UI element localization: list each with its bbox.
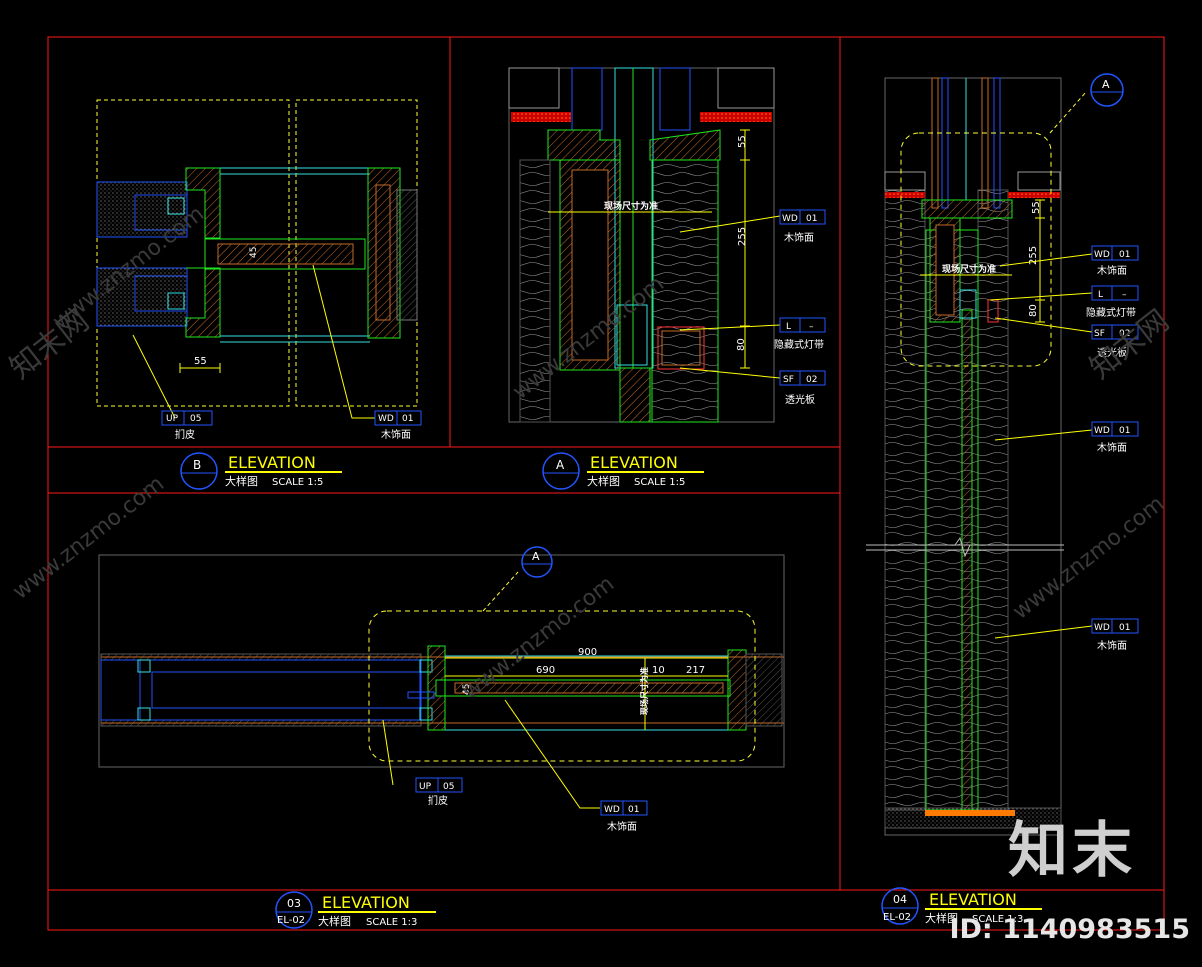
drawing-frame: [47, 36, 1165, 931]
svg-text:SCALE 1:3: SCALE 1:3: [972, 914, 1023, 925]
svg-text:01: 01: [1119, 623, 1130, 633]
svg-text:02: 02: [806, 375, 817, 385]
svg-text:05: 05: [443, 782, 454, 792]
panel-b-detail: 55 45: [96, 99, 418, 419]
panel-b-dim-55: 55: [194, 356, 207, 367]
svg-text:WD: WD: [1094, 623, 1110, 633]
svg-text:L: L: [1098, 290, 1103, 300]
svg-text:木饰面: 木饰面: [1097, 639, 1127, 652]
panel-04-tag-l: L – 隐藏式灯带: [1086, 285, 1139, 319]
svg-text:WD: WD: [1094, 250, 1110, 260]
panel-a-note: 现场尺寸为准: [604, 200, 658, 212]
svg-text:EL-02: EL-02: [277, 915, 305, 926]
svg-text:05: 05: [190, 414, 201, 424]
svg-text:WD: WD: [378, 414, 394, 424]
svg-text:45: 45: [462, 684, 472, 695]
svg-text:大样图: 大样图: [587, 474, 620, 488]
panel-04-tag-sf02: SF 02 透光板: [1091, 324, 1139, 359]
panel-04-title: 04 EL-02 ELEVATION 大样图 SCALE 1:3: [881, 887, 1042, 925]
svg-text:大样图: 大样图: [318, 914, 351, 928]
svg-text:255: 255: [1028, 246, 1039, 265]
svg-text:SCALE 1:5: SCALE 1:5: [634, 477, 685, 488]
svg-text:80: 80: [1028, 304, 1039, 317]
svg-text:隐藏式灯带: 隐藏式灯带: [774, 338, 824, 351]
svg-text:900: 900: [578, 647, 597, 658]
svg-text:UP: UP: [419, 782, 432, 792]
svg-text:木饰面: 木饰面: [381, 428, 411, 441]
svg-text:255: 255: [737, 227, 748, 246]
panel-03-title: 03 EL-02 ELEVATION 大样图 SCALE 1:3: [275, 891, 436, 929]
watermark-logo: 知末: [1008, 816, 1136, 886]
svg-text:UP: UP: [166, 414, 179, 424]
panel-03-detail: A 900 690 10 217 45 现场尺寸为准: [98, 546, 785, 809]
svg-text:L: L: [786, 322, 791, 332]
svg-text:A: A: [556, 458, 565, 472]
panel-a-tag-wd01: WD 01 木饰面: [779, 209, 826, 244]
svg-text:大样图: 大样图: [225, 474, 258, 488]
panel-b-title-circle: B: [193, 458, 201, 472]
panel-b-tag-wd01: WD 01 木饰面: [374, 410, 422, 441]
svg-text:A: A: [1102, 78, 1110, 91]
svg-text:现场尺寸为准: 现场尺寸为准: [639, 667, 649, 715]
svg-text:SF: SF: [1094, 329, 1105, 339]
svg-text:SCALE 1:3: SCALE 1:3: [366, 917, 417, 928]
svg-text:10: 10: [652, 665, 665, 676]
svg-text:WD: WD: [1094, 426, 1110, 436]
svg-text:SCALE 1:5: SCALE 1:5: [272, 477, 323, 488]
svg-text:EL-02: EL-02: [883, 912, 911, 923]
svg-text:55: 55: [1031, 201, 1042, 214]
svg-text:现场尺寸为准: 现场尺寸为准: [942, 263, 996, 275]
svg-text:www.znzmo.com: www.znzmo.com: [8, 471, 169, 604]
svg-text:ELEVATION: ELEVATION: [590, 453, 678, 472]
svg-text:ELEVATION: ELEVATION: [929, 890, 1017, 909]
panel-b-tag-up05: UP 05 扪皮: [161, 410, 213, 441]
panel-a-tag-l: L – 隐藏式灯带: [774, 317, 826, 351]
svg-text:01: 01: [628, 805, 639, 815]
svg-text:透光板: 透光板: [1097, 346, 1127, 359]
svg-text:217: 217: [686, 665, 705, 676]
svg-text:扪皮: 扪皮: [175, 428, 195, 441]
svg-text:01: 01: [806, 214, 817, 224]
svg-text:扪皮: 扪皮: [428, 794, 448, 807]
panel-03-tag-wd01: WD 01 木饰面: [600, 800, 648, 833]
svg-text:透光板: 透光板: [785, 393, 815, 406]
svg-text:03: 03: [287, 897, 301, 910]
panel-a-detail: 55 255 80 现场尺寸为准: [508, 67, 781, 423]
panel-04-detail: A 55 255 80 现场尺寸为准: [866, 73, 1124, 836]
svg-text:WD: WD: [782, 214, 798, 224]
svg-text:80: 80: [736, 338, 747, 351]
svg-text:木饰面: 木饰面: [607, 820, 637, 833]
panel-04-tag-wd01-a: WD 01 木饰面: [1091, 245, 1139, 277]
svg-text:55: 55: [737, 135, 748, 148]
svg-text:ELEVATION: ELEVATION: [322, 893, 410, 912]
panel-a-tag-sf02: SF 02 透光板: [779, 370, 826, 406]
svg-text:04: 04: [893, 893, 907, 906]
panel-b-title: B ELEVATION 大样图 SCALE 1:5: [180, 452, 342, 490]
svg-text:02: 02: [1119, 329, 1130, 339]
svg-text:大样图: 大样图: [925, 911, 958, 925]
svg-text:隐藏式灯带: 隐藏式灯带: [1086, 306, 1136, 319]
svg-text:SF: SF: [783, 375, 794, 385]
svg-text:01: 01: [1119, 250, 1130, 260]
panel-04-tag-wd01-c: WD 01 木饰面: [1091, 618, 1139, 652]
svg-text:690: 690: [536, 665, 555, 676]
svg-text:A: A: [532, 550, 540, 563]
panel-04-tag-wd01-b: WD 01 木饰面: [1091, 421, 1139, 454]
svg-text:01: 01: [402, 414, 413, 424]
svg-text:www.znzmo.com: www.znzmo.com: [1008, 491, 1169, 624]
svg-text:01: 01: [1119, 426, 1130, 436]
panel-a-title: A ELEVATION 大样图 SCALE 1:5: [542, 452, 704, 490]
panel-b-dim-45: 45: [249, 247, 259, 258]
panel-03-tag-up05: UP 05 扪皮: [415, 777, 463, 807]
svg-text:ELEVATION: ELEVATION: [228, 453, 316, 472]
svg-text:–: –: [1122, 290, 1127, 300]
watermark-id: ID: 1140983515: [949, 914, 1190, 945]
svg-text:木饰面: 木饰面: [784, 231, 814, 244]
svg-text:WD: WD: [604, 805, 620, 815]
svg-text:–: –: [809, 322, 814, 332]
svg-text:木饰面: 木饰面: [1097, 441, 1127, 454]
svg-text:木饰面: 木饰面: [1097, 264, 1127, 277]
